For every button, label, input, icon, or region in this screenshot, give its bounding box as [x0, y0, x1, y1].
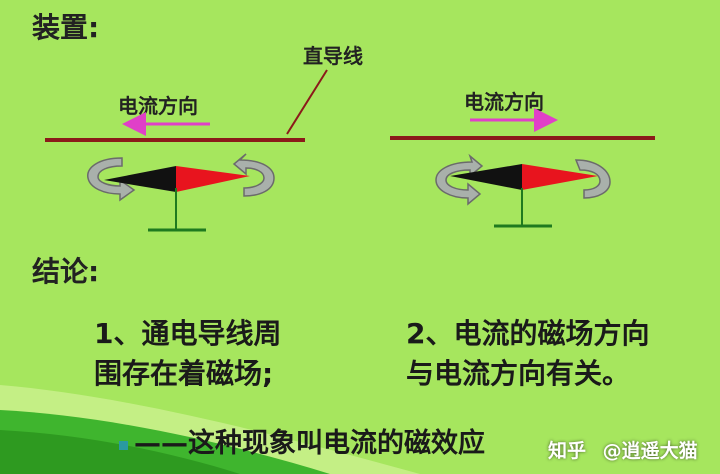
- right-curl-arrow-left-icon: [435, 153, 484, 206]
- device-heading: 装置:: [32, 11, 100, 44]
- conclusion-1: 1、通电导线周 围存在着磁场;: [94, 314, 281, 394]
- left-curl-arrow-left-icon: [87, 157, 136, 202]
- summary-bullet-icon: [119, 441, 128, 450]
- watermark: 知乎 @逍遥大猫: [548, 436, 698, 463]
- summary-text: ——这种现象叫电流的磁效应: [134, 428, 485, 459]
- right-compass-needle: [450, 164, 598, 190]
- conclusion-heading: 结论:: [32, 255, 100, 288]
- wire-pointer-line: [286, 69, 328, 135]
- conclusion-2-line-2: 与电流方向有关。: [406, 357, 631, 390]
- conclusion-1-line-2: 围存在着磁场;: [94, 357, 274, 390]
- right-curl-arrow-right-icon: [574, 159, 611, 199]
- watermark-site: 知乎: [548, 440, 587, 462]
- conclusion-2: 2、电流的磁场方向 与电流方向有关。: [406, 314, 649, 394]
- left-curl-arrow-right-icon: [232, 153, 275, 197]
- watermark-user: @逍遥大猫: [602, 440, 698, 462]
- left-compass-needle: [104, 166, 250, 192]
- right-current-label: 电流方向: [464, 90, 544, 114]
- conclusion-1-line-1: 1、通电导线周: [94, 317, 282, 350]
- wire-label: 直导线: [303, 44, 363, 68]
- conclusion-2-line-1: 2、电流的磁场方向: [406, 317, 650, 350]
